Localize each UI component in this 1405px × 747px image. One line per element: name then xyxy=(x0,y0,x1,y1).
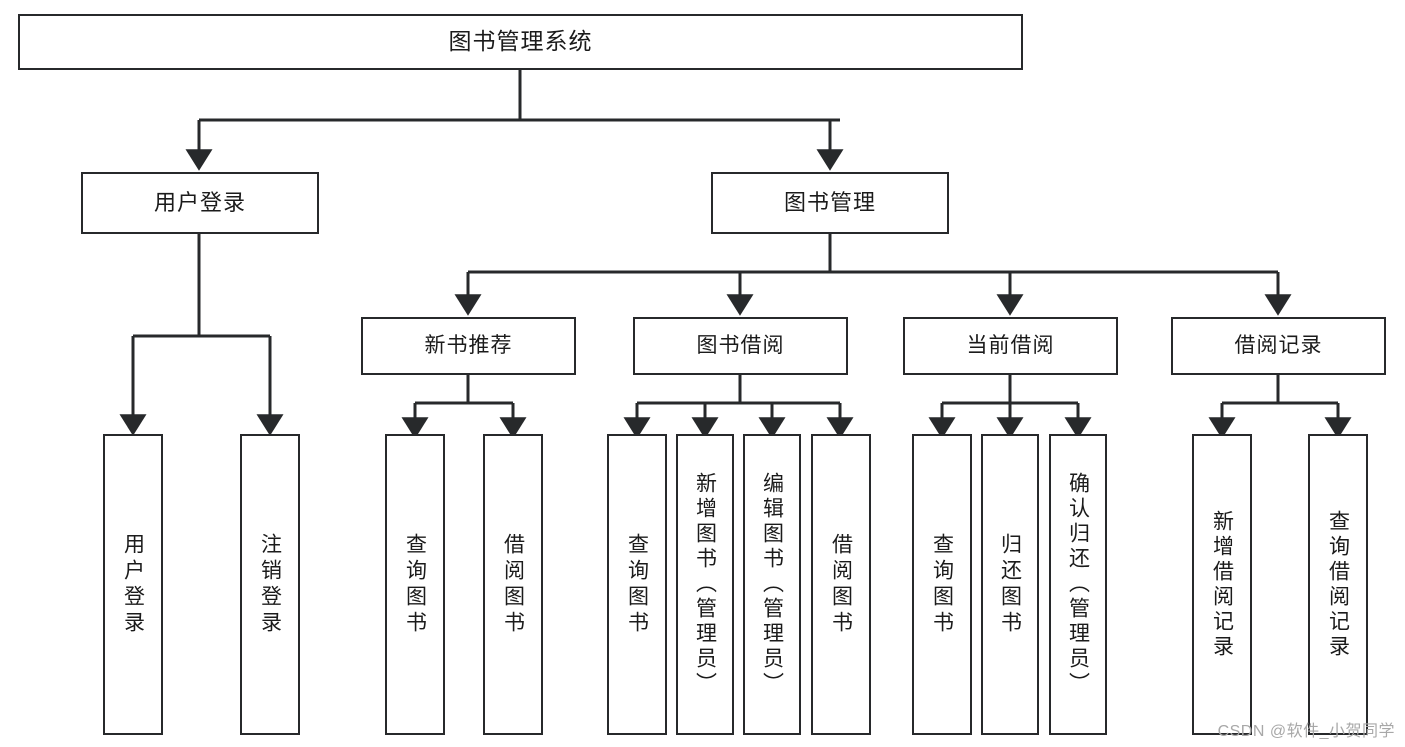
node-new-book-recommendation[interactable]: 新书推荐 xyxy=(361,317,576,375)
leaf-user-login[interactable]: 用户登录 xyxy=(103,434,163,735)
node-current-borrow[interactable]: 当前借阅 xyxy=(903,317,1118,375)
leaf-query-book-borrow[interactable]: 查询图书 xyxy=(607,434,667,735)
node-label: 借阅记录 xyxy=(1234,333,1323,357)
leaf-logout[interactable]: 注销登录 xyxy=(240,434,300,735)
node-label: 图书借阅 xyxy=(696,333,785,357)
node-root-book-management-system[interactable]: 图书管理系统 xyxy=(18,14,1023,70)
node-user-login[interactable]: 用户登录 xyxy=(81,172,319,234)
node-label: 查询图书 xyxy=(403,532,427,637)
node-book-borrow[interactable]: 图书借阅 xyxy=(633,317,848,375)
leaf-return-book[interactable]: 归还图书 xyxy=(981,434,1039,735)
node-label: 借阅图书 xyxy=(501,532,525,637)
leaf-confirm-return-admin[interactable]: 确认归还（管理员） xyxy=(1049,434,1107,735)
node-label: 归还图书 xyxy=(998,532,1022,637)
node-label: 查询图书 xyxy=(625,532,649,637)
node-label: 用户登录 xyxy=(121,532,145,637)
node-label: 新增图书（管理员） xyxy=(693,472,717,697)
node-book-management[interactable]: 图书管理 xyxy=(711,172,949,234)
node-label: 确认归还（管理员） xyxy=(1066,472,1090,697)
csdn-watermark: CSDN @软件_小贺同学 xyxy=(1217,723,1395,740)
leaf-query-borrow-record[interactable]: 查询借阅记录 xyxy=(1308,434,1368,735)
node-label: 编辑图书（管理员） xyxy=(760,472,784,697)
leaf-borrow-book[interactable]: 借阅图书 xyxy=(811,434,871,735)
node-label: 新增借阅记录 xyxy=(1210,509,1234,660)
node-label: 图书管理系统 xyxy=(448,28,593,55)
node-label: 查询图书 xyxy=(930,532,954,637)
node-label: 借阅图书 xyxy=(829,532,853,637)
leaf-query-book-current[interactable]: 查询图书 xyxy=(912,434,972,735)
node-label: 图书管理 xyxy=(783,190,876,216)
node-label: 注销登录 xyxy=(258,532,282,637)
node-borrow-record[interactable]: 借阅记录 xyxy=(1171,317,1386,375)
leaf-borrow-book-new[interactable]: 借阅图书 xyxy=(483,434,543,735)
leaf-add-borrow-record[interactable]: 新增借阅记录 xyxy=(1192,434,1252,735)
leaf-query-book-new[interactable]: 查询图书 xyxy=(385,434,445,735)
node-label: 查询借阅记录 xyxy=(1326,509,1350,660)
node-label: 当前借阅 xyxy=(966,333,1055,357)
leaf-add-book-admin[interactable]: 新增图书（管理员） xyxy=(676,434,734,735)
node-label: 用户登录 xyxy=(153,190,246,216)
node-label: 新书推荐 xyxy=(424,333,513,357)
leaf-edit-book-admin[interactable]: 编辑图书（管理员） xyxy=(743,434,801,735)
